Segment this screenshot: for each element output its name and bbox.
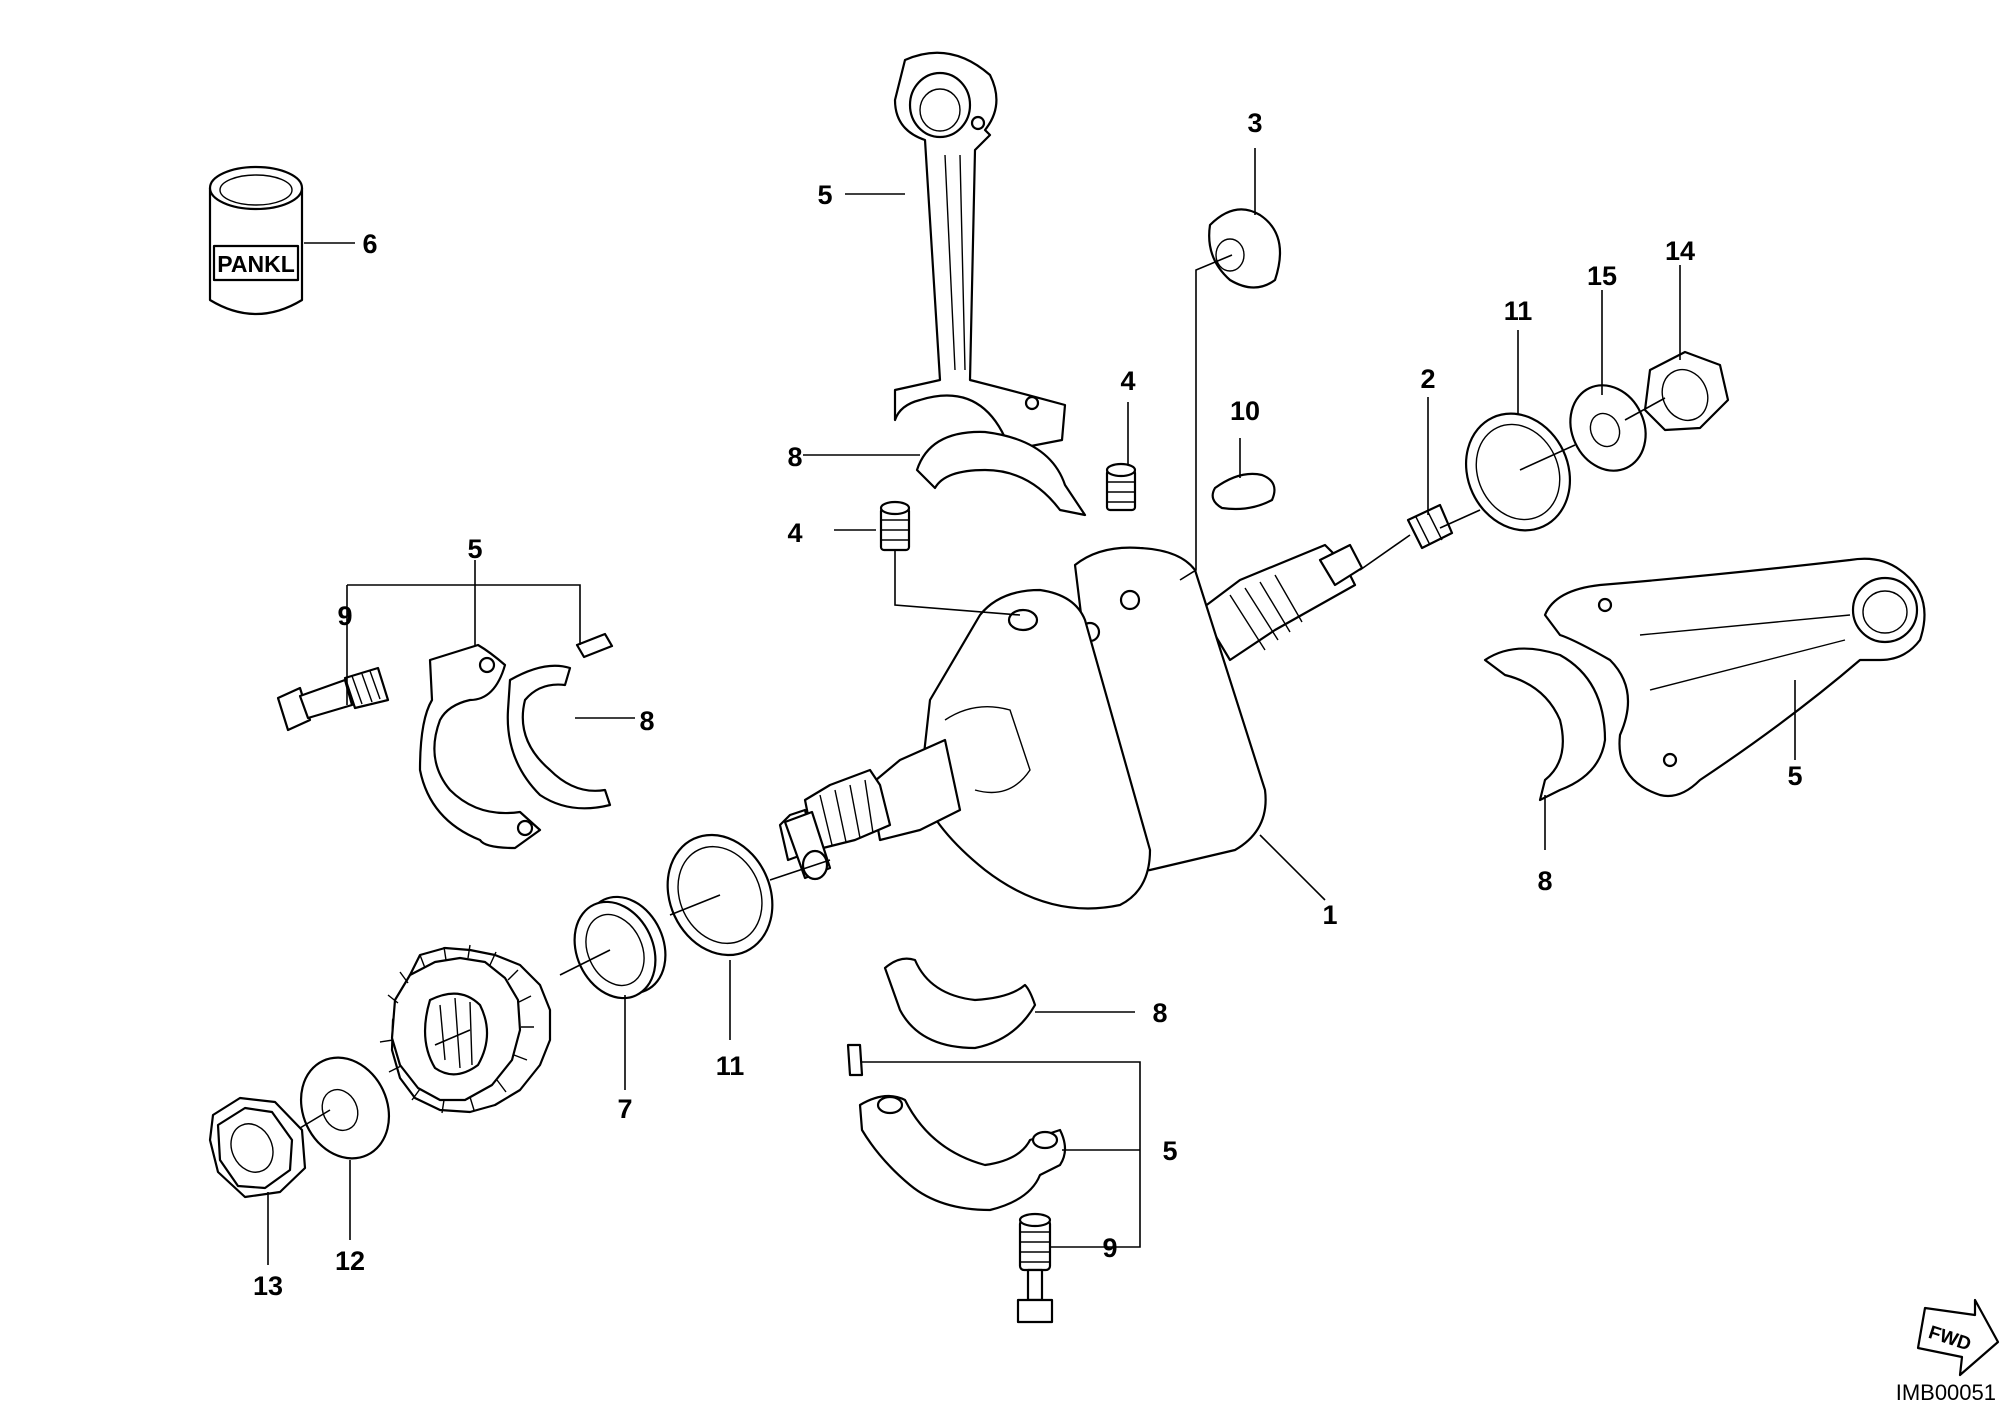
- part-4-plug-right: [1105, 462, 1137, 512]
- part-2-plug: [1406, 503, 1454, 550]
- callout-14: 14: [1665, 236, 1695, 266]
- callout-8-right: 8: [1537, 866, 1552, 896]
- part-3-cap: [1208, 208, 1282, 289]
- part-9-bolt-left: [276, 666, 390, 732]
- part-11-washer-right: [1464, 412, 1572, 532]
- fwd-arrow-icon: FWD: [1916, 1298, 2000, 1377]
- part-9-bolt-lower: [1016, 1212, 1054, 1324]
- part-9-pin-left: [575, 632, 614, 659]
- callout-11-left: 11: [716, 1051, 745, 1081]
- part-6-bushing: PANKL: [208, 165, 304, 315]
- callout-5-lower: 5: [1162, 1136, 1177, 1166]
- callout-7: 7: [617, 1094, 632, 1124]
- callout-6: 6: [362, 229, 377, 259]
- callout-3: 3: [1247, 108, 1262, 138]
- part-14-nut: [1643, 350, 1730, 432]
- part-15-washer: [1569, 384, 1647, 472]
- callout-5-left: 5: [467, 534, 482, 564]
- part-7-spacer: [573, 895, 667, 1000]
- part-gear: [379, 944, 552, 1114]
- part-9-pin-lower: [846, 1043, 864, 1077]
- callout-9-left: 9: [337, 601, 352, 631]
- callout-4-left: 4: [787, 518, 802, 548]
- part-4-plug-left: [879, 500, 911, 552]
- callout-labels: 1 2 3 4 4 5 5 5 5 6 7 8 8 8 8 9 9 10 11 …: [253, 108, 1803, 1301]
- part-8-bearing-shell-right: [1483, 647, 1607, 802]
- callout-15: 15: [1587, 261, 1617, 291]
- part-1-crankshaft: [778, 543, 1364, 910]
- part-8-bearing-shell-upper: [915, 430, 1087, 517]
- callout-10: 10: [1230, 396, 1260, 426]
- part-10-key: [1211, 472, 1276, 511]
- callout-8-upper: 8: [787, 442, 802, 472]
- callout-5-right: 5: [1787, 761, 1802, 791]
- part-8-bearing-shell-left: [506, 664, 612, 810]
- image-code: IMB00051: [1896, 1380, 1996, 1405]
- leader-lines: [267, 148, 1796, 1265]
- part-12-washer: [299, 1056, 391, 1160]
- part-5-cap-left: [418, 643, 542, 850]
- callout-12: 12: [335, 1246, 365, 1276]
- part-8-bearing-shell-lower: [883, 957, 1037, 1050]
- part-5-conrod-right: [1543, 557, 1926, 798]
- callout-4-right: 4: [1120, 366, 1135, 396]
- part-5-conrod-upper: [893, 51, 1067, 452]
- callout-8-left: 8: [639, 706, 654, 736]
- callout-1: 1: [1322, 900, 1337, 930]
- bushing-label: PANKL: [217, 251, 295, 277]
- part-5-cap-lower: [858, 1094, 1067, 1212]
- callout-9-lower: 9: [1102, 1233, 1117, 1263]
- callout-2: 2: [1420, 364, 1435, 394]
- callout-11-right: 11: [1504, 296, 1533, 326]
- part-13-nut: [208, 1096, 307, 1199]
- callout-5-upper: 5: [817, 180, 832, 210]
- callout-8-lower: 8: [1152, 998, 1167, 1028]
- callout-13: 13: [253, 1271, 283, 1301]
